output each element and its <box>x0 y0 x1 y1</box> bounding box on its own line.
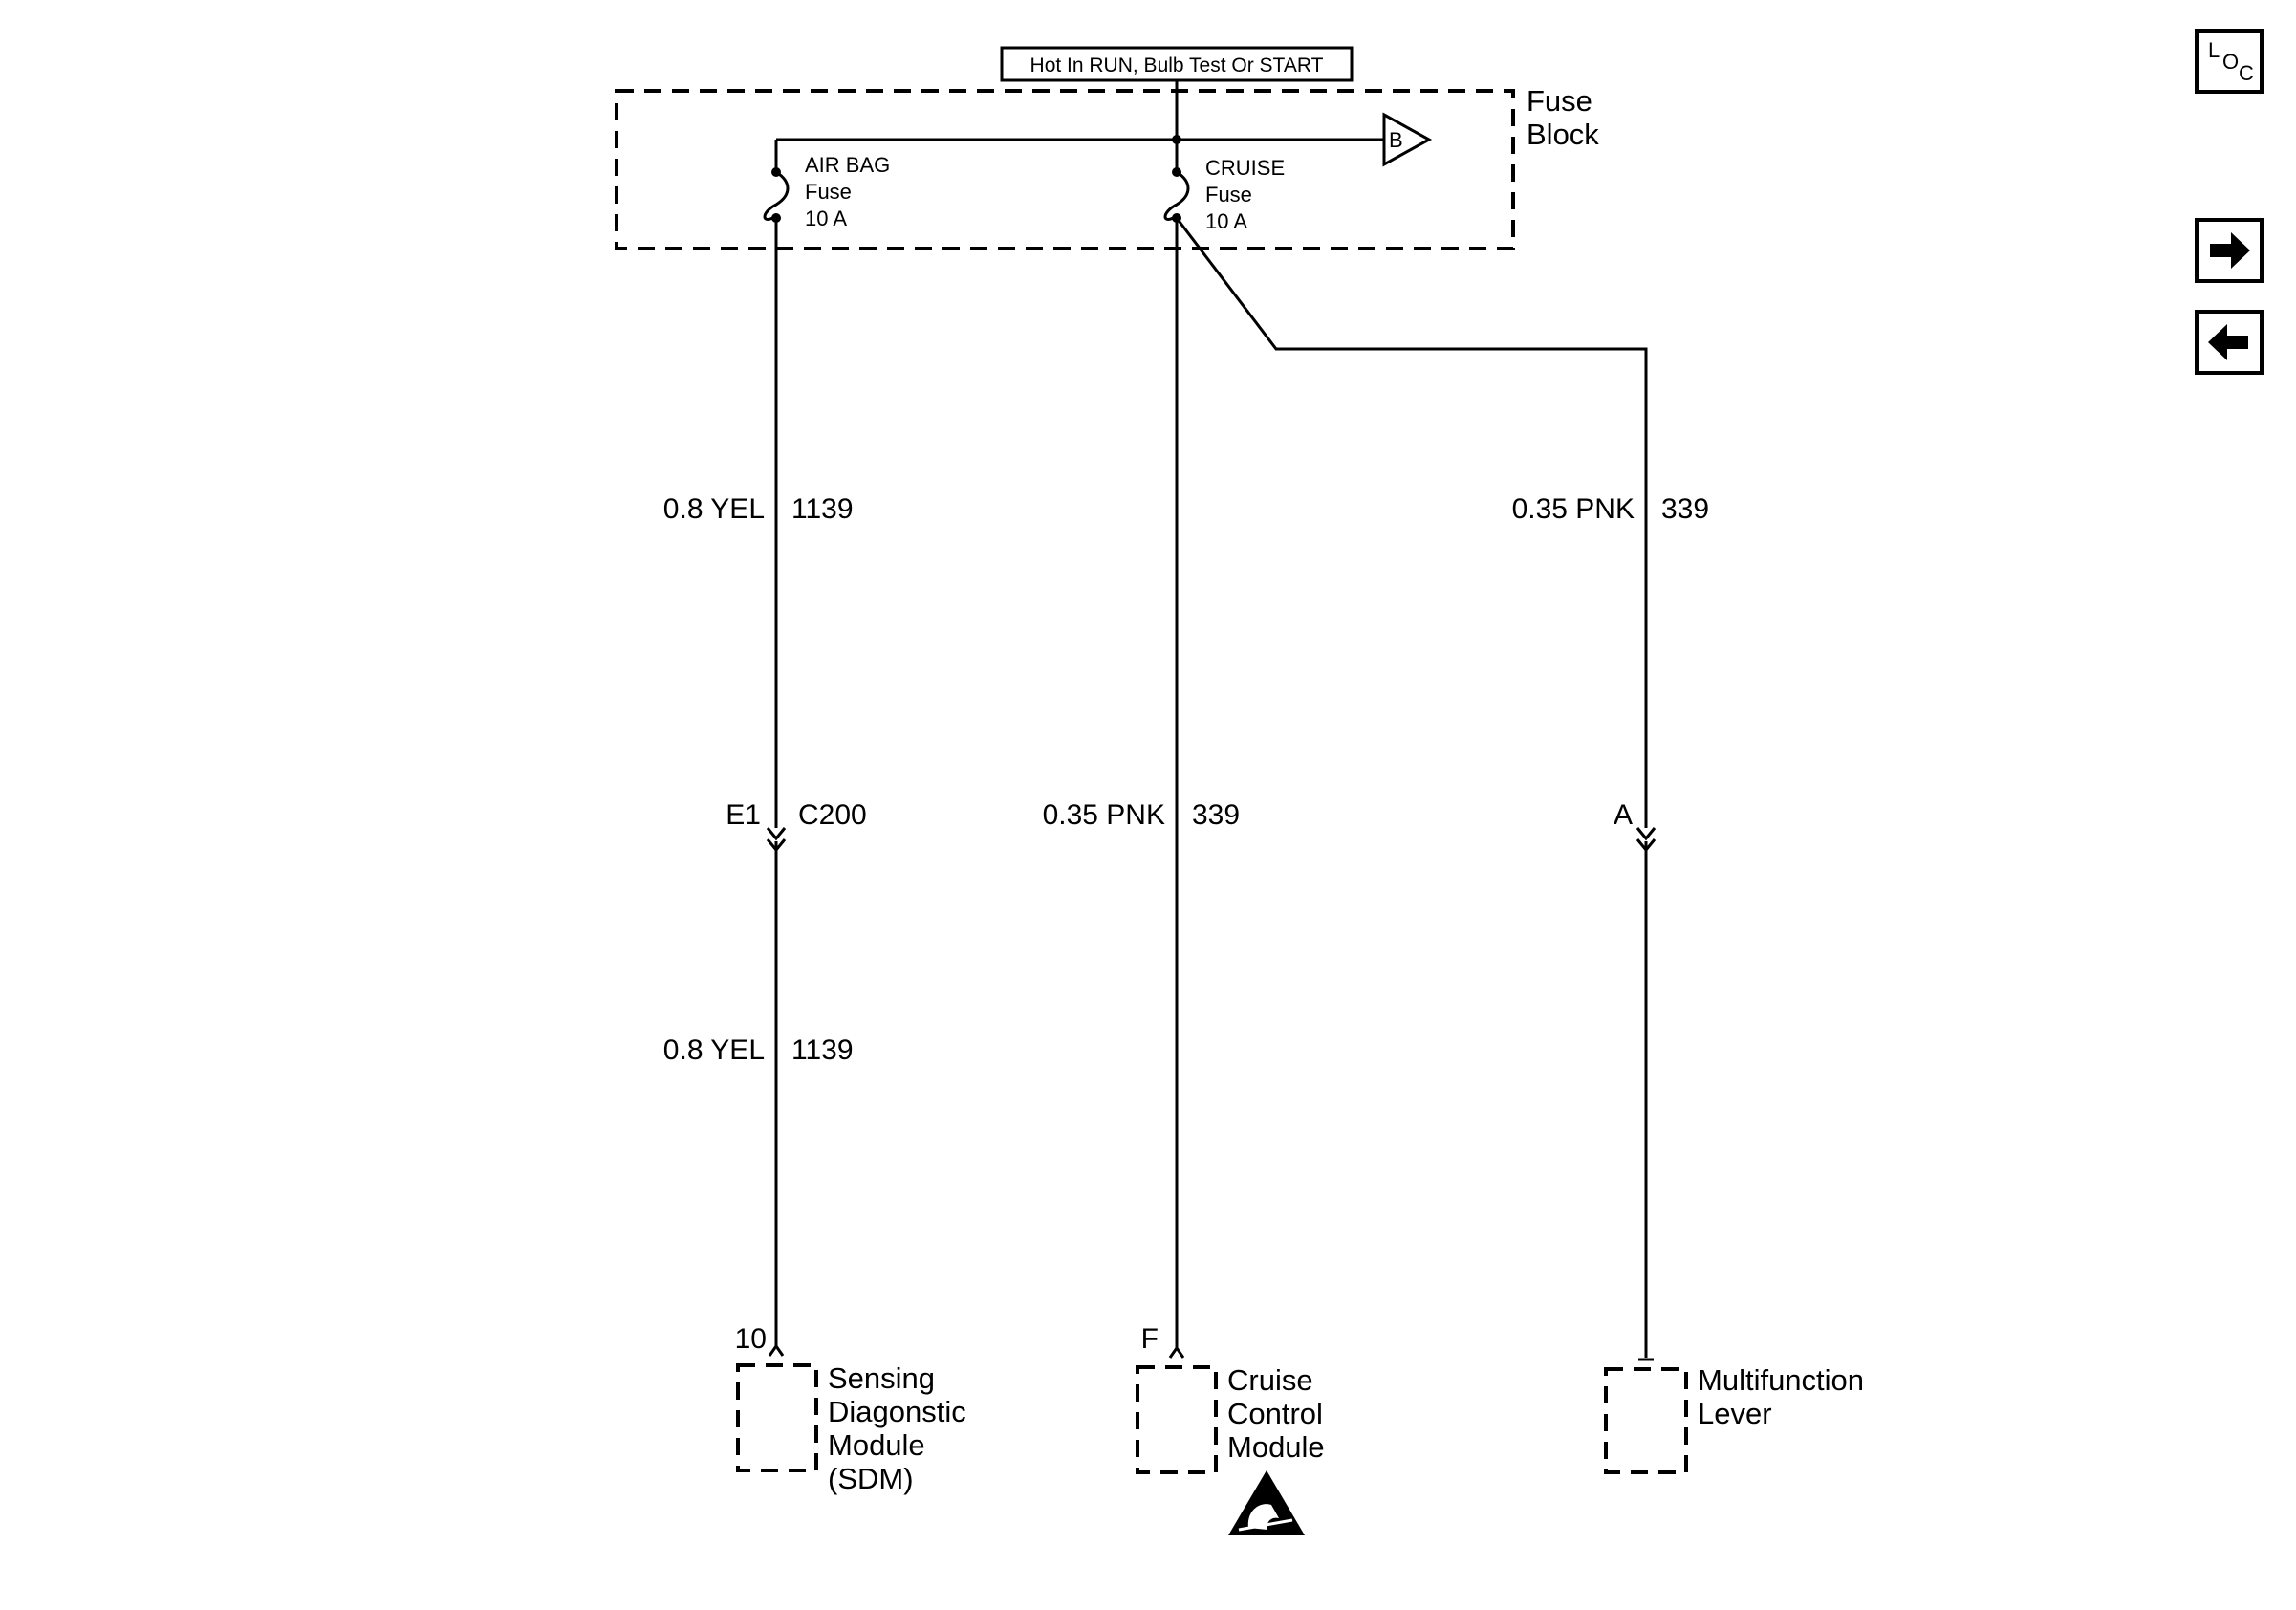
mfl-outline <box>1604 1367 1688 1474</box>
airbag-fuse-name: AIR BAG <box>805 153 890 177</box>
airbag-upper-gauge: 0.8 YEL <box>663 493 765 525</box>
cruise-main-circuit: 339 <box>1192 799 1240 831</box>
mfl-label-2: Lever <box>1698 1397 1772 1430</box>
c200-pin-label: E1 <box>726 799 761 831</box>
location-button[interactable]: L O C <box>2195 29 2264 94</box>
sdm-outline <box>736 1363 818 1472</box>
ccm-label-1: Cruise <box>1227 1363 1313 1397</box>
cruise-main-gauge: 0.35 PNK <box>1043 799 1165 831</box>
c200-name-label: C200 <box>798 799 867 831</box>
arrow-left-icon <box>2208 324 2248 360</box>
connector-ref-triangle <box>1382 112 1433 167</box>
airbag-lower-gauge: 0.8 YEL <box>663 1034 765 1066</box>
arrow-right-icon <box>2210 232 2250 269</box>
connector-ref-label: B <box>1389 128 1403 152</box>
cruise-branch-wire <box>1175 217 1648 828</box>
airbag-fuse-icon <box>763 170 790 221</box>
cruise-fuse-icon <box>1163 170 1190 221</box>
esd-warning-icon <box>1228 1470 1305 1535</box>
loc-letter-o: O <box>2222 50 2240 74</box>
ccm-outline <box>1136 1365 1218 1474</box>
ccm-pin-label: F <box>1141 1323 1159 1355</box>
fuse-block-label-2: Block <box>1527 118 1599 151</box>
branch-connector-pin: A <box>1614 799 1633 831</box>
cruise-branch-circuit: 339 <box>1661 493 1709 525</box>
loc-letter-l: L <box>2208 38 2220 62</box>
airbag-upper-circuit: 1139 <box>791 493 854 525</box>
cruise-fuse-rating: 10 A <box>1205 209 1247 233</box>
sdm-label-4: (SDM) <box>828 1462 914 1495</box>
fuse-block-outline <box>615 89 1515 250</box>
cruise-fuse-name: CRUISE <box>1205 156 1285 180</box>
ccm-label-2: Control <box>1227 1397 1323 1430</box>
cruise-fuse-type: Fuse <box>1205 183 1252 207</box>
airbag-fuse-type: Fuse <box>805 180 852 204</box>
airbag-fuse-rating: 10 A <box>805 207 847 230</box>
sdm-pin-terminal <box>768 1343 785 1357</box>
airbag-lower-circuit: 1139 <box>791 1034 854 1066</box>
mfl-label-1: Multifunction <box>1698 1363 1864 1397</box>
fuse-block-label-1: Fuse <box>1527 84 1592 118</box>
sdm-label-1: Sensing <box>828 1361 935 1395</box>
ccm-label-3: Module <box>1227 1430 1325 1464</box>
sdm-label-2: Diagonstic <box>828 1395 966 1428</box>
sdm-label-3: Module <box>828 1428 925 1462</box>
next-page-button[interactable] <box>2195 218 2264 283</box>
cruise-branch-gauge: 0.35 PNK <box>1512 493 1635 525</box>
power-source-label: Hot In RUN, Bulb Test Or START <box>1030 54 1324 76</box>
ccm-pin-terminal <box>1168 1345 1185 1359</box>
loc-letter-c: C <box>2239 61 2254 85</box>
sdm-pin-label: 10 <box>735 1323 767 1355</box>
previous-page-button[interactable] <box>2195 310 2264 375</box>
